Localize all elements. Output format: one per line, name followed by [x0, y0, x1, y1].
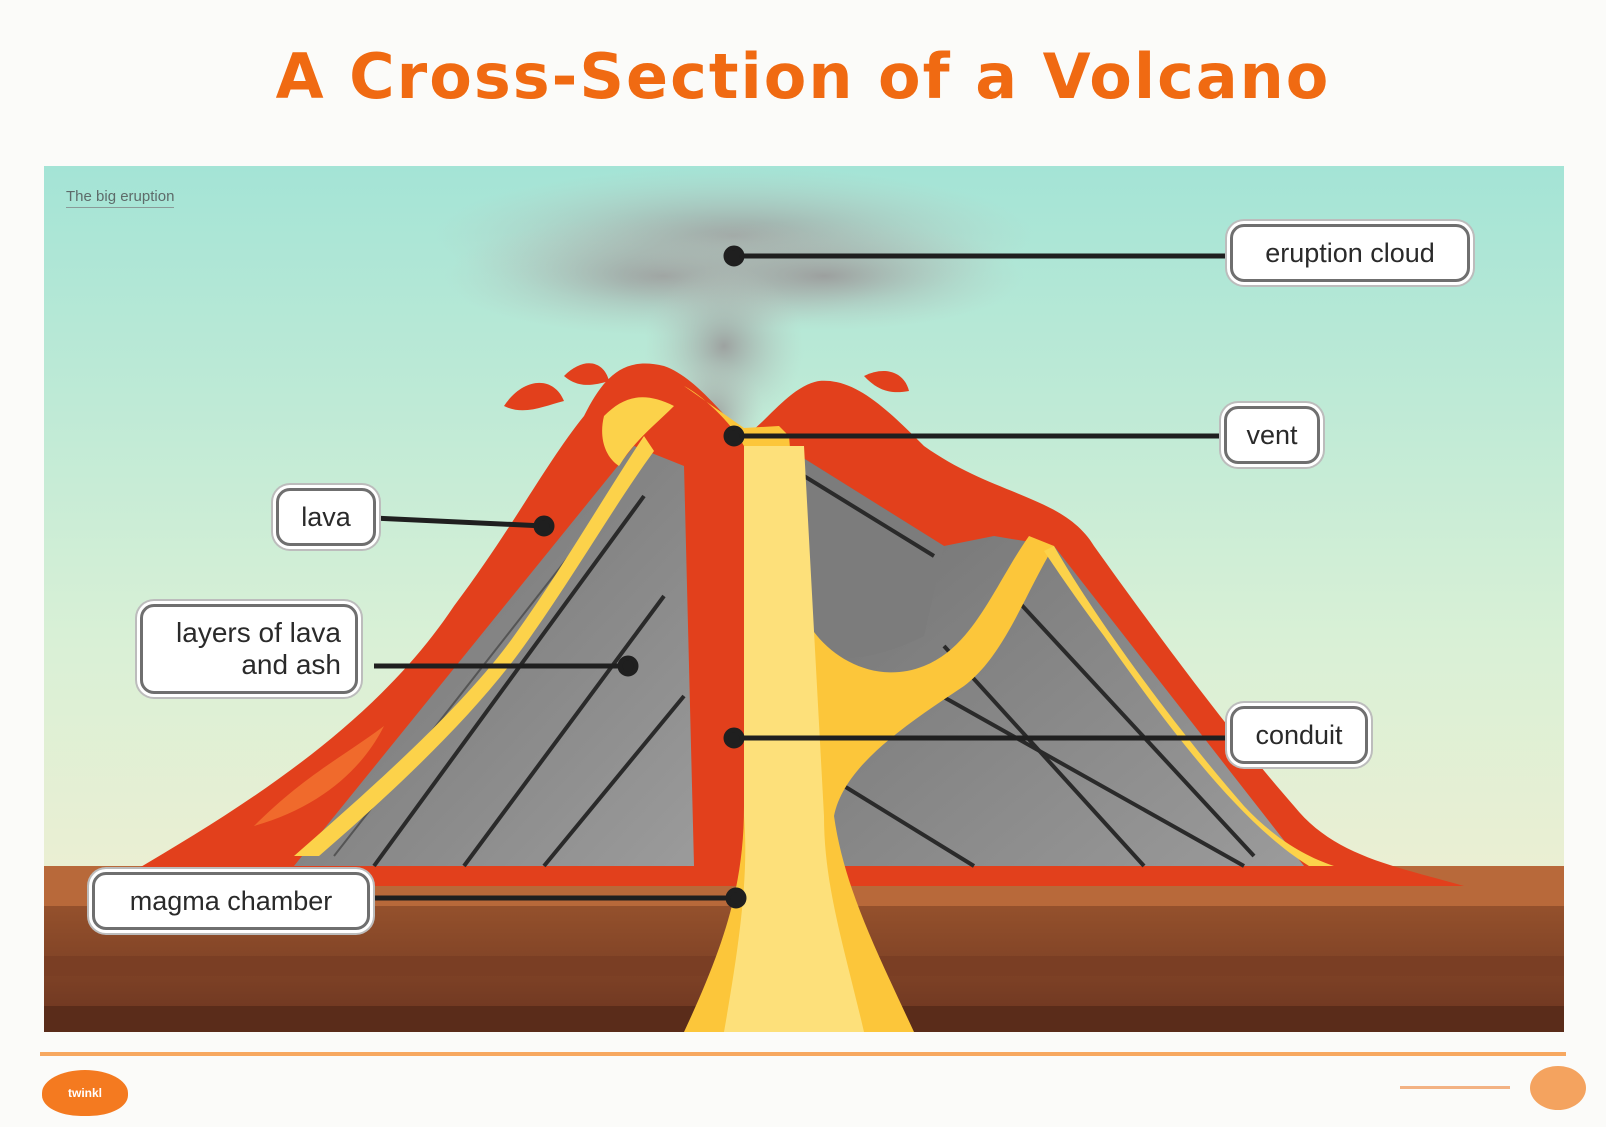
footer-url-line — [1400, 1086, 1510, 1089]
label-magma-chamber: magma chamber — [92, 872, 370, 930]
page-title: A Cross-Section of a Volcano — [0, 40, 1606, 113]
volcano-diagram: The big eruption eruption cloud vent lav… — [44, 166, 1564, 1032]
image-credit: The big eruption — [66, 188, 174, 208]
label-eruption-cloud: eruption cloud — [1230, 224, 1470, 282]
label-conduit: conduit — [1230, 706, 1368, 764]
label-layers-of-lava-and-ash: layers of lava and ash — [140, 604, 358, 694]
label-lava: lava — [276, 488, 376, 546]
footer-rule — [40, 1052, 1566, 1056]
label-vent: vent — [1224, 406, 1320, 464]
brand-badge-icon — [1530, 1066, 1586, 1110]
twinkl-logo: twinkl — [42, 1070, 128, 1116]
